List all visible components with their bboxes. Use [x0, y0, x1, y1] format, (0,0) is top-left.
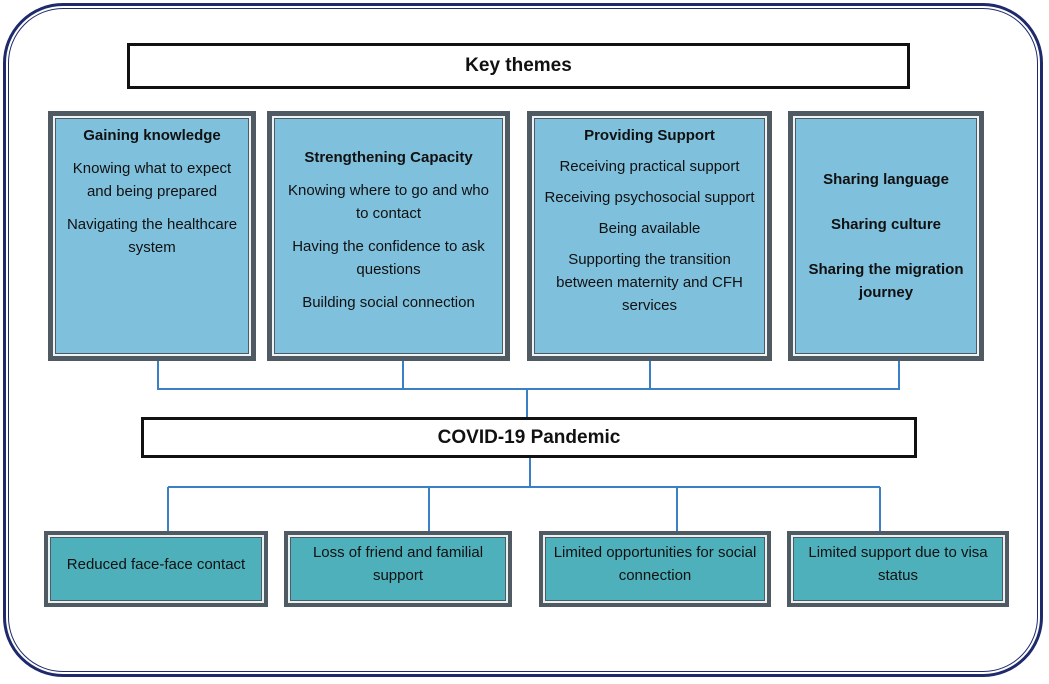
theme-item: Supporting the transition between matern… [556, 251, 743, 314]
theme-box-strengthening-capacity: Strengthening Capacity Knowing where to … [267, 111, 510, 361]
outer-frame [3, 3, 1043, 677]
theme-item: Having the confidence to ask questions [292, 238, 485, 278]
theme-item: Sharing the migration journey [808, 261, 964, 301]
effect-box-loss-of-support: Loss of friend and familial support [284, 531, 512, 607]
outer-frame-inner [8, 8, 1038, 672]
theme-box-providing-support: Providing Support Receiving practical su… [527, 111, 772, 361]
theme-item: Navigating the healthcare system [66, 216, 238, 256]
effect-label: Limited support due to visa status [808, 544, 988, 584]
theme-heading: Gaining knowledge [83, 127, 221, 144]
theme-item: Knowing what to expect and being prepare… [72, 160, 232, 200]
theme-heading: Strengthening Capacity [304, 149, 473, 166]
theme-item: Receiving psychosocial support [544, 189, 755, 206]
theme-item: Building social connection [302, 294, 475, 311]
theme-item: Sharing language [823, 171, 949, 188]
key-themes-title: Key themes [127, 43, 910, 89]
covid-pandemic-box: COVID-19 Pandemic [141, 417, 917, 458]
effect-box-reduced-contact: Reduced face-face contact [44, 531, 268, 607]
effect-label: Reduced face-face contact [66, 556, 246, 573]
effect-label: Loss of friend and familial support [312, 544, 484, 584]
theme-box-sharing: Sharing language Sharing culture Sharing… [788, 111, 984, 361]
effect-label: Limited opportunities for social connect… [553, 544, 757, 584]
theme-item: Sharing culture [830, 216, 942, 233]
theme-item: Being available [598, 220, 701, 237]
effect-box-limited-opportunities: Limited opportunities for social connect… [539, 531, 771, 607]
theme-item: Receiving practical support [559, 158, 740, 175]
theme-heading: Providing Support [584, 127, 715, 144]
theme-item: Knowing where to go and who to contact [288, 182, 489, 222]
theme-box-gaining-knowledge: Gaining knowledge Knowing what to expect… [48, 111, 256, 361]
effect-box-limited-support-visa: Limited support due to visa status [787, 531, 1009, 607]
